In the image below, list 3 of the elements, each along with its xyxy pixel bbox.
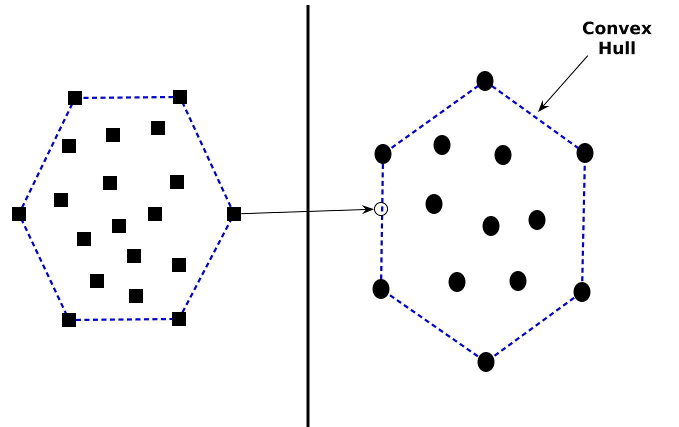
square-point bbox=[227, 207, 241, 221]
callout-label: Convex Hull bbox=[582, 22, 652, 54]
circle-marker bbox=[374, 202, 388, 216]
